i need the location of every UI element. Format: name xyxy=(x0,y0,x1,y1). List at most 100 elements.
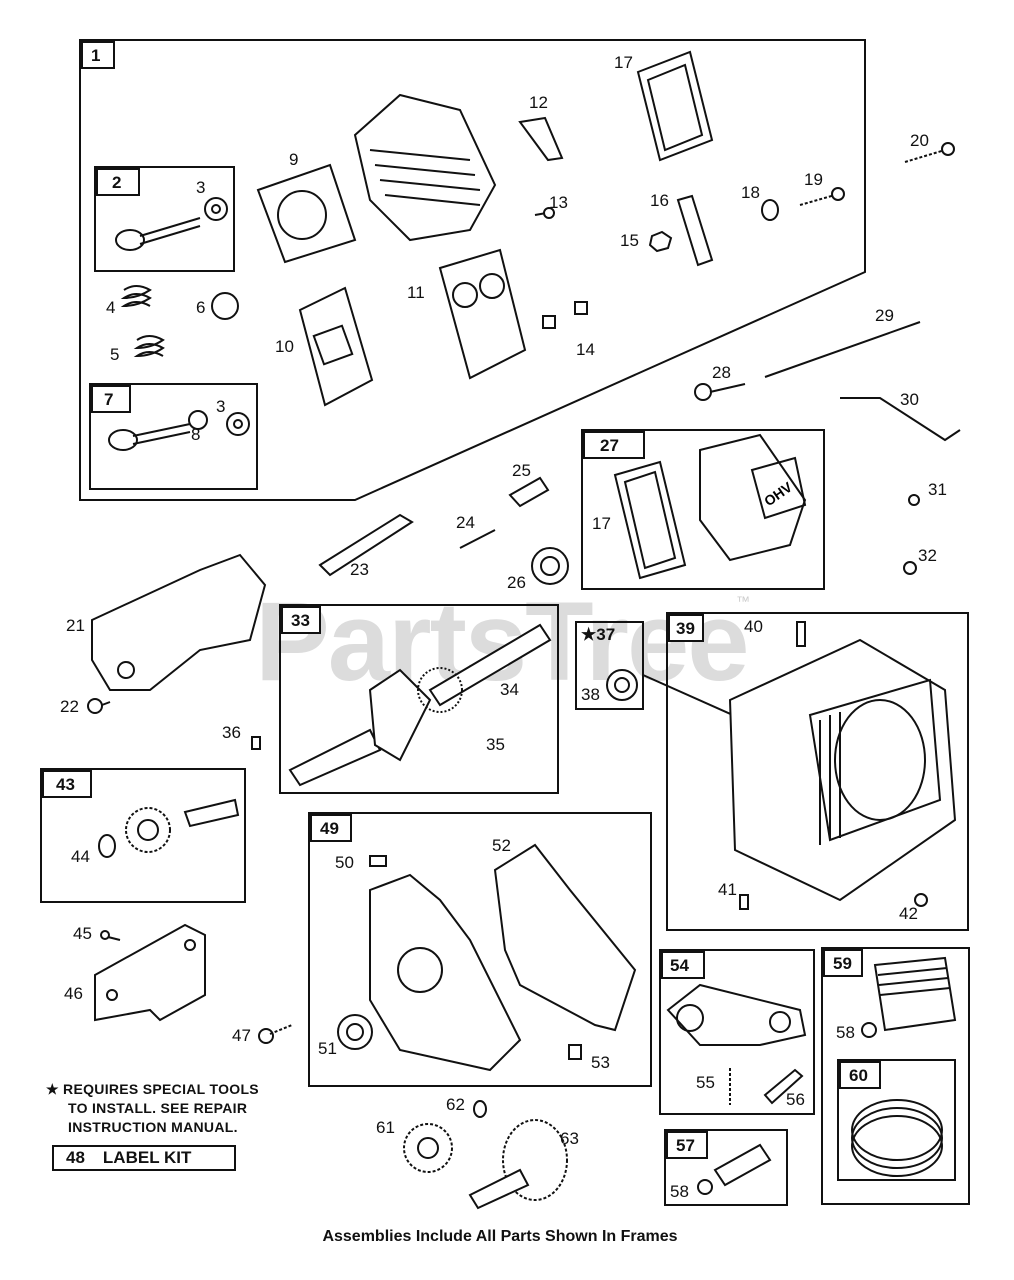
part-label-52: 52 xyxy=(492,836,511,855)
valve-cover[interactable]: OHV xyxy=(699,433,807,562)
screw-13[interactable] xyxy=(534,207,555,219)
part-label-4: 4 xyxy=(106,298,115,317)
washer-44[interactable] xyxy=(98,834,116,858)
crankshaft[interactable] xyxy=(288,623,552,787)
piston[interactable] xyxy=(873,956,957,1032)
nut-42[interactable] xyxy=(914,893,928,907)
frame-1-tag xyxy=(81,41,115,69)
part-label-29: 29 xyxy=(875,306,894,325)
seal-18[interactable] xyxy=(761,199,779,221)
frame-7-label: 7 xyxy=(104,390,113,409)
nut-15[interactable] xyxy=(648,230,673,253)
label-kit-box[interactable]: 48 LABEL KIT xyxy=(52,1145,236,1171)
oil-seal-38[interactable] xyxy=(606,669,638,701)
part-label-17b: 17 xyxy=(592,514,611,533)
frame-27-tag xyxy=(583,431,645,459)
part-label-55: 55 xyxy=(696,1073,715,1092)
rocker-arm-16[interactable] xyxy=(676,194,714,267)
valve-spring-5[interactable] xyxy=(133,335,165,358)
part-label-28: 28 xyxy=(712,363,731,382)
head-gasket-9[interactable] xyxy=(256,163,357,264)
cylinder-block[interactable] xyxy=(728,638,957,902)
frame-33-tag xyxy=(281,606,321,634)
governor-gear-43[interactable] xyxy=(125,798,240,853)
gasket-52[interactable] xyxy=(493,843,637,1032)
gear-61[interactable] xyxy=(403,1123,453,1173)
frame-39-label: 39 xyxy=(676,619,695,638)
frame-54-label: 54 xyxy=(670,956,689,975)
cylinder-head[interactable] xyxy=(353,93,497,242)
part-label-10: 10 xyxy=(275,337,294,356)
valve-spring-4[interactable] xyxy=(120,285,152,308)
push-rod-29[interactable] xyxy=(764,321,921,378)
pin-41[interactable] xyxy=(739,894,749,910)
gasket-17a[interactable] xyxy=(636,50,714,162)
pin-62[interactable] xyxy=(473,1100,487,1118)
frame-27 xyxy=(581,429,825,590)
screw-31[interactable] xyxy=(908,494,920,506)
label-kit-number: 48 xyxy=(66,1148,85,1167)
frame-1-label: 1 xyxy=(91,46,100,65)
part-label-24: 24 xyxy=(456,513,475,532)
bracket-46[interactable] xyxy=(94,923,206,1022)
oil-seal-51[interactable] xyxy=(337,1014,373,1050)
screw-45[interactable] xyxy=(100,930,121,941)
seal-26[interactable] xyxy=(531,547,569,585)
frame-7 xyxy=(89,383,258,490)
part-label-5: 5 xyxy=(110,345,119,364)
camshaft-63[interactable] xyxy=(468,1119,568,1210)
retainer-58a[interactable] xyxy=(697,1179,713,1195)
part-label-50: 50 xyxy=(335,853,354,872)
part-label-14: 14 xyxy=(576,340,595,359)
frame-2-tag xyxy=(96,168,140,196)
frame-1 xyxy=(79,39,866,501)
part-label-26: 26 xyxy=(507,573,526,592)
exhaust-valve[interactable] xyxy=(108,410,250,451)
boot-25[interactable] xyxy=(508,476,550,508)
bracket-23[interactable] xyxy=(318,513,414,577)
piston-pin[interactable] xyxy=(713,1143,772,1187)
plug-6[interactable] xyxy=(211,292,239,320)
part-label-47: 47 xyxy=(232,1026,251,1045)
retainer-58b[interactable] xyxy=(861,1022,877,1038)
piston-rings[interactable] xyxy=(851,1099,943,1177)
part-label-15: 15 xyxy=(620,231,639,250)
intake-valve[interactable] xyxy=(115,217,201,251)
gasket-10[interactable] xyxy=(298,286,374,407)
crankcase-cover[interactable] xyxy=(369,873,522,1072)
frame-57 xyxy=(664,1129,788,1206)
spark-plug-24[interactable] xyxy=(459,529,496,549)
connecting-rod[interactable] xyxy=(666,983,807,1046)
gasket-17b[interactable] xyxy=(613,460,687,580)
special-note-line-1: ★ REQUIRES SPECIAL TOOLS xyxy=(46,1081,259,1097)
part-label-41: 41 xyxy=(718,880,737,899)
valve-keeper[interactable] xyxy=(204,197,228,221)
pin-40[interactable] xyxy=(796,621,806,647)
gasket-12[interactable] xyxy=(518,116,564,162)
frame-49-label: 49 xyxy=(320,819,339,838)
screw-20[interactable] xyxy=(904,142,955,163)
frame-37 xyxy=(575,621,644,710)
screw-22[interactable] xyxy=(87,698,111,714)
key-36[interactable] xyxy=(251,736,261,750)
nut-14[interactable] xyxy=(542,301,588,329)
screw-19[interactable] xyxy=(799,187,845,206)
frame-49 xyxy=(308,812,652,1087)
dipper-56[interactable] xyxy=(763,1068,804,1105)
part-label-61: 61 xyxy=(376,1118,395,1137)
shroud-21[interactable] xyxy=(91,553,267,691)
screw-47[interactable] xyxy=(258,1024,293,1044)
part-label-32: 32 xyxy=(918,546,937,565)
tube-28[interactable] xyxy=(694,383,746,401)
breather-tube-30[interactable] xyxy=(840,397,961,442)
frame-43 xyxy=(40,768,246,903)
plug-50[interactable] xyxy=(369,855,387,867)
nut-32[interactable] xyxy=(903,561,917,575)
label-kit-text: LABEL KIT xyxy=(102,1148,192,1167)
rocker-plate-11[interactable] xyxy=(438,248,527,380)
part-label-21: 21 xyxy=(66,616,85,635)
part-label-42: 42 xyxy=(899,904,918,923)
frame-43-label: 43 xyxy=(56,775,75,794)
plug-53[interactable] xyxy=(568,1044,582,1060)
